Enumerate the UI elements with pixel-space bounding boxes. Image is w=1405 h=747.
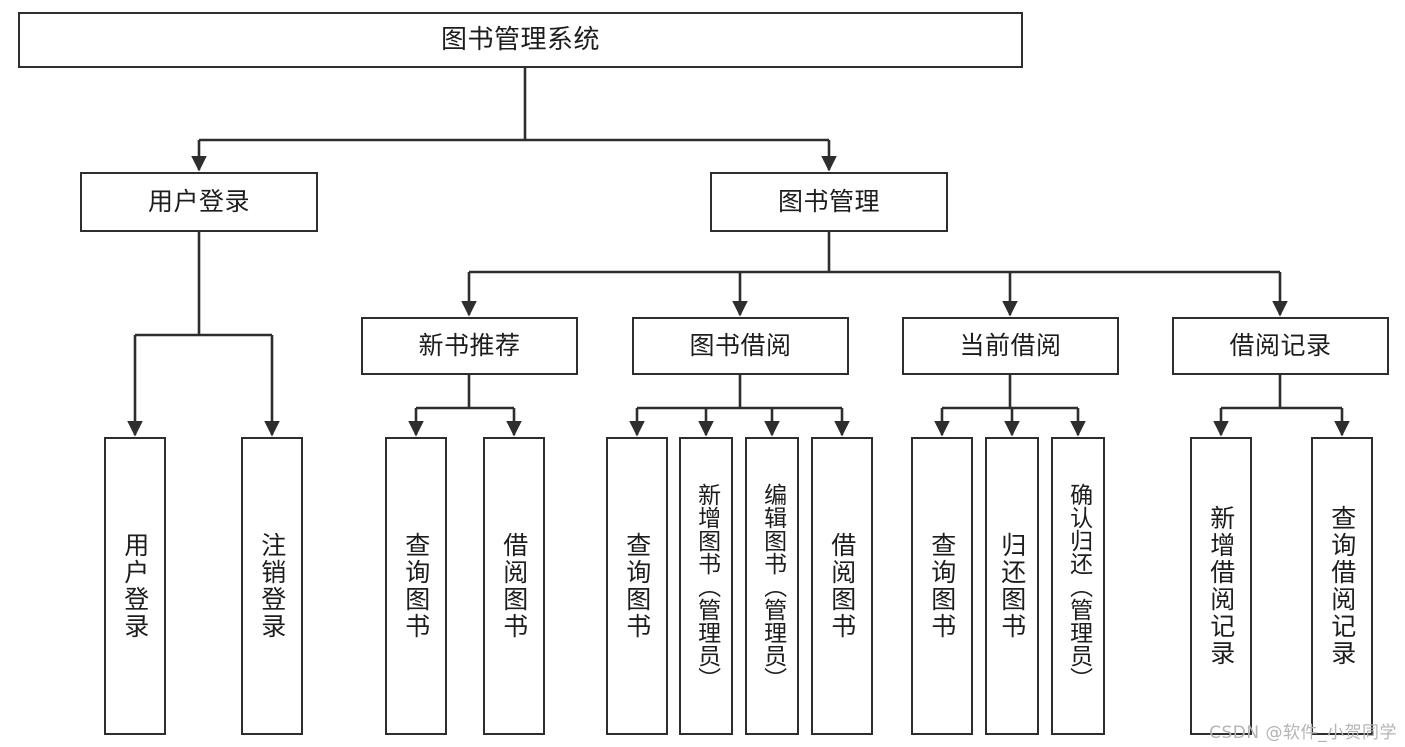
leaf-label: 归还图书 (997, 532, 1027, 640)
leaf-label: 借阅图书 (499, 532, 529, 640)
leaf-borrow-add-book-admin[interactable]: 新增图书（管理员） (679, 437, 733, 735)
leaf-label: 确认归还（管理员） (1065, 482, 1092, 690)
node-new-book-recommend[interactable]: 新书推荐 (361, 317, 578, 375)
node-borrow-record[interactable]: 借阅记录 (1172, 317, 1389, 375)
leaf-label: 借阅图书 (827, 532, 857, 640)
node-new-book-recommend-label: 新书推荐 (418, 331, 521, 361)
leaf-label: 编辑图书（管理员） (759, 482, 786, 690)
leaf-label: 注销登录 (257, 532, 287, 640)
leaf-borrow-query-book[interactable]: 查询图书 (606, 437, 668, 735)
leaf-record-query-record[interactable]: 查询借阅记录 (1311, 437, 1373, 735)
leaf-borrow-edit-book-admin[interactable]: 编辑图书（管理员） (745, 437, 799, 735)
leaf-new-book-borrow[interactable]: 借阅图书 (483, 437, 545, 735)
node-book-management-label: 图书管理 (777, 187, 880, 217)
node-user-login-label: 用户登录 (147, 187, 250, 217)
leaf-label: 新增借阅记录 (1206, 505, 1236, 667)
node-current-borrow-label: 当前借阅 (959, 331, 1062, 361)
node-book-borrow[interactable]: 图书借阅 (632, 317, 849, 375)
leaf-label: 查询图书 (401, 532, 431, 640)
leaf-current-return-book[interactable]: 归还图书 (985, 437, 1039, 735)
leaf-label: 用户登录 (120, 532, 150, 640)
node-book-management[interactable]: 图书管理 (710, 172, 948, 232)
csdn-watermark: CSDN @软件_小贺同学 (1209, 723, 1397, 743)
leaf-borrow-borrow-book[interactable]: 借阅图书 (811, 437, 873, 735)
leaf-user-login-logout[interactable]: 注销登录 (241, 437, 303, 735)
node-borrow-record-label: 借阅记录 (1229, 331, 1332, 361)
leaf-record-add-record[interactable]: 新增借阅记录 (1190, 437, 1252, 735)
node-user-login[interactable]: 用户登录 (80, 172, 318, 232)
leaf-label: 查询图书 (927, 532, 957, 640)
node-root-label: 图书管理系统 (440, 24, 600, 55)
leaf-current-query-book[interactable]: 查询图书 (911, 437, 973, 735)
leaf-label: 新增图书（管理员） (693, 482, 720, 690)
node-current-borrow[interactable]: 当前借阅 (902, 317, 1119, 375)
leaf-label: 查询借阅记录 (1327, 505, 1357, 667)
node-book-borrow-label: 图书借阅 (689, 331, 792, 361)
node-root-book-management-system[interactable]: 图书管理系统 (18, 12, 1023, 68)
leaf-current-confirm-return-admin[interactable]: 确认归还（管理员） (1051, 437, 1105, 735)
leaf-user-login-login[interactable]: 用户登录 (104, 437, 166, 735)
leaf-new-book-query[interactable]: 查询图书 (385, 437, 447, 735)
leaf-label: 查询图书 (622, 532, 652, 640)
